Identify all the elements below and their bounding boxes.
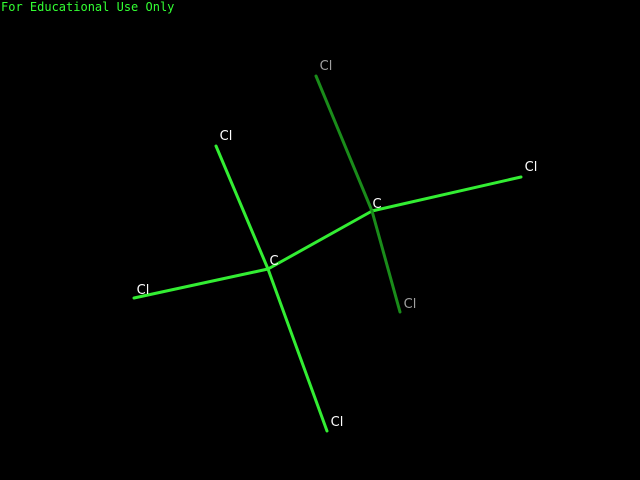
bond-c1-cl1 <box>214 144 270 271</box>
bond-c1-cl3 <box>266 267 329 433</box>
atom-label-c1: C <box>269 254 278 269</box>
atom-label-cl1: Cl <box>220 129 233 144</box>
atom-label-cl5: Cl <box>525 160 538 175</box>
atom-label-cl3: Cl <box>331 415 344 430</box>
watermark-text: For Educational Use Only <box>1 0 175 14</box>
atom-label-cl2: Cl <box>137 283 150 298</box>
atom-label-cl6: Cl <box>404 297 417 312</box>
bonds-layer <box>132 74 523 433</box>
bond-c2-cl6 <box>370 209 402 314</box>
bond-c2-cl4 <box>314 74 374 213</box>
bond-c1-cl2 <box>132 267 270 300</box>
atom-label-c2: C <box>372 197 381 212</box>
bond-c1-c2 <box>266 209 374 271</box>
bond-c2-cl5 <box>370 175 523 213</box>
atom-label-cl4: Cl <box>320 59 333 74</box>
